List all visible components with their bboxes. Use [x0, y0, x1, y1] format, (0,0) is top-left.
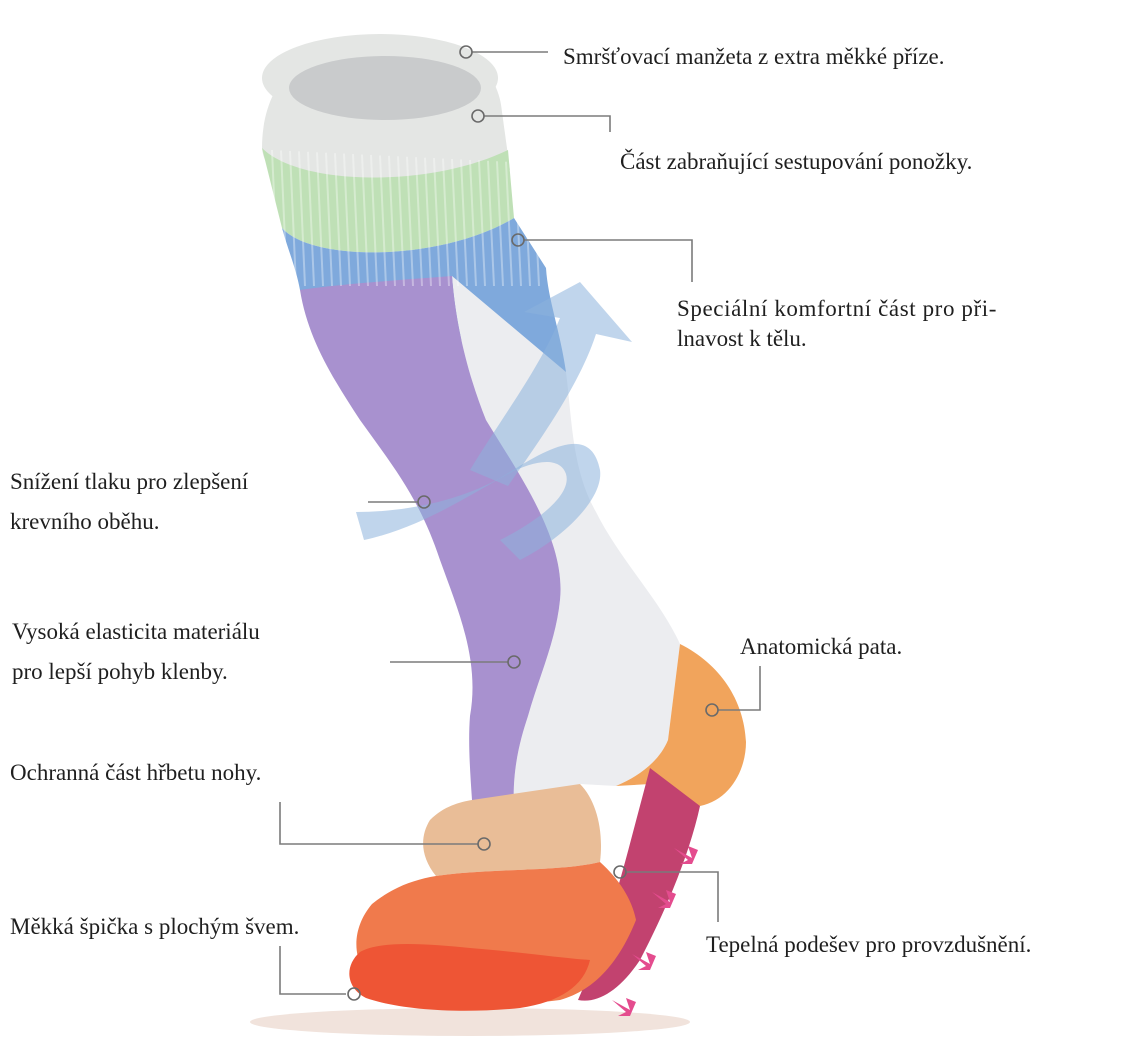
label-sole: Tepelná podešev pro provzdušnění. [706, 930, 1031, 960]
label-cuff: Smršťovací manžeta z extra měkké příze. [563, 42, 945, 72]
label-pressure: Snížení tlaku pro zlepšení krevního oběh… [10, 462, 248, 542]
label-comfort: Speciální komfortní část pro při- lnavos… [677, 294, 1097, 354]
label-elastic-line1: Vysoká elasticita materiálu [12, 612, 260, 652]
floor-shadow [250, 1008, 690, 1036]
instep-panel [423, 784, 601, 876]
leader-comfort [524, 240, 692, 282]
sock-opening-inner [289, 56, 481, 120]
label-elastic: Vysoká elasticita materiálu pro lepší po… [12, 612, 260, 692]
label-pressure-line2: krevního oběhu. [10, 502, 248, 542]
label-elastic-line2: pro lepší pohyb klenby. [12, 652, 260, 692]
label-comfort-line2: lnavost k tělu. [677, 324, 1097, 354]
label-anti-slip: Část zabraňující sestupování ponožky. [620, 147, 972, 177]
label-pressure-line1: Snížení tlaku pro zlepšení [10, 462, 248, 502]
label-toe: Měkká špička s plochým švem. [10, 912, 299, 942]
label-heel: Anatomická pata. [740, 632, 902, 662]
leader-toe-marker [348, 988, 360, 1000]
label-comfort-line1: Speciální komfortní část pro při- [677, 294, 1097, 324]
label-instep: Ochranná část hřbetu nohy. [10, 758, 261, 788]
leader-toe [280, 946, 346, 994]
